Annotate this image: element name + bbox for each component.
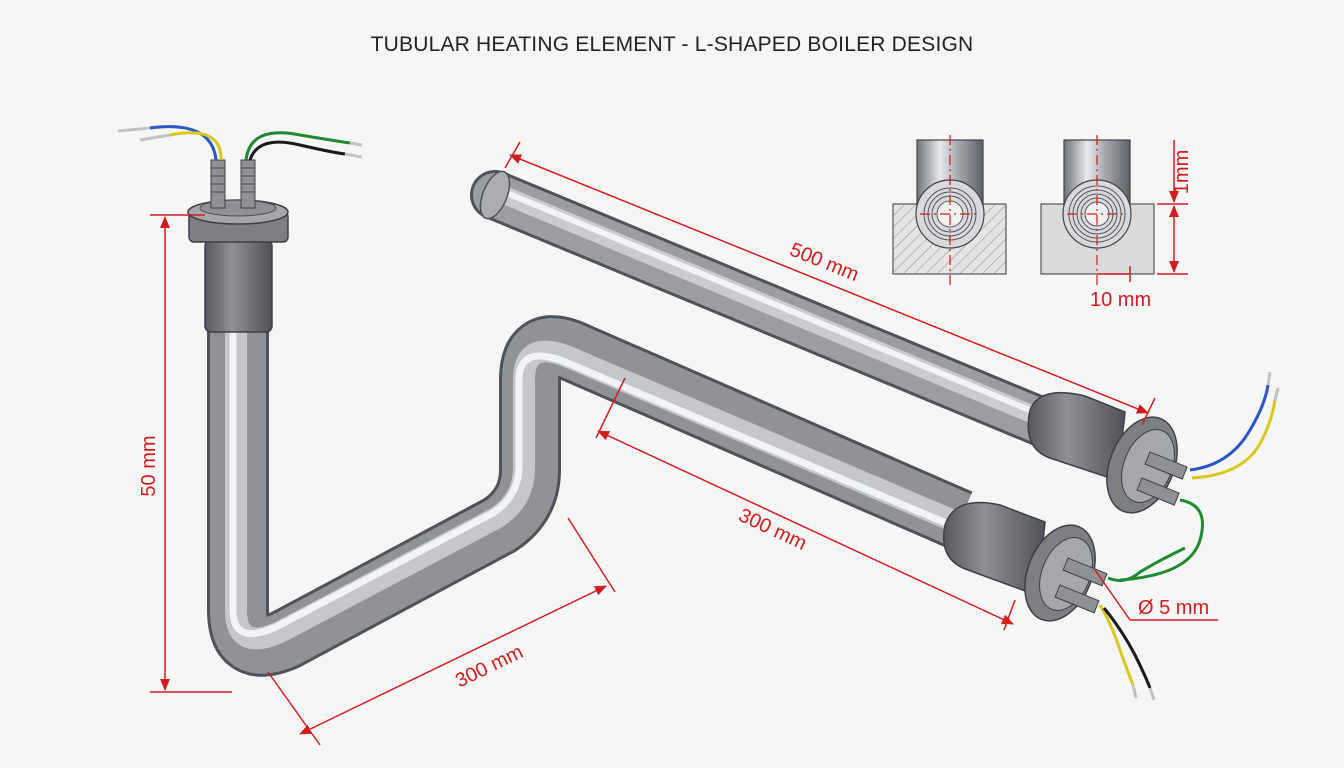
top-terminal-housing [187, 159, 289, 333]
upper-wires [1119, 371, 1280, 582]
section-view-left [892, 135, 1007, 285]
dim-section-height: 1mm [1157, 140, 1193, 275]
section-view-right [1040, 135, 1155, 285]
diagram-title: TUBULAR HEATING ELEMENT - L-SHAPED BOILE… [370, 33, 974, 56]
dim-section-height-label: 1mm [1171, 150, 1193, 194]
dim-bottom-leg-label: 300 mm [452, 641, 527, 692]
dim-section-width-label: 10 mm [1090, 289, 1151, 311]
dim-upper-tube-label: 500 mm [787, 239, 862, 286]
lower-wires [1098, 546, 1186, 701]
dim-section-width: 10 mm [1090, 266, 1151, 311]
dim-diameter-label: Ø 5 mm [1138, 597, 1209, 619]
lower-terminal-housing [943, 501, 1108, 622]
upper-terminal-housing [1027, 391, 1188, 514]
dim-height-label: 50 mm [138, 435, 160, 496]
dim-diameter: Ø 5 mm [1094, 569, 1218, 621]
dim-height: 50 mm [138, 214, 232, 693]
top-wires [117, 125, 363, 161]
